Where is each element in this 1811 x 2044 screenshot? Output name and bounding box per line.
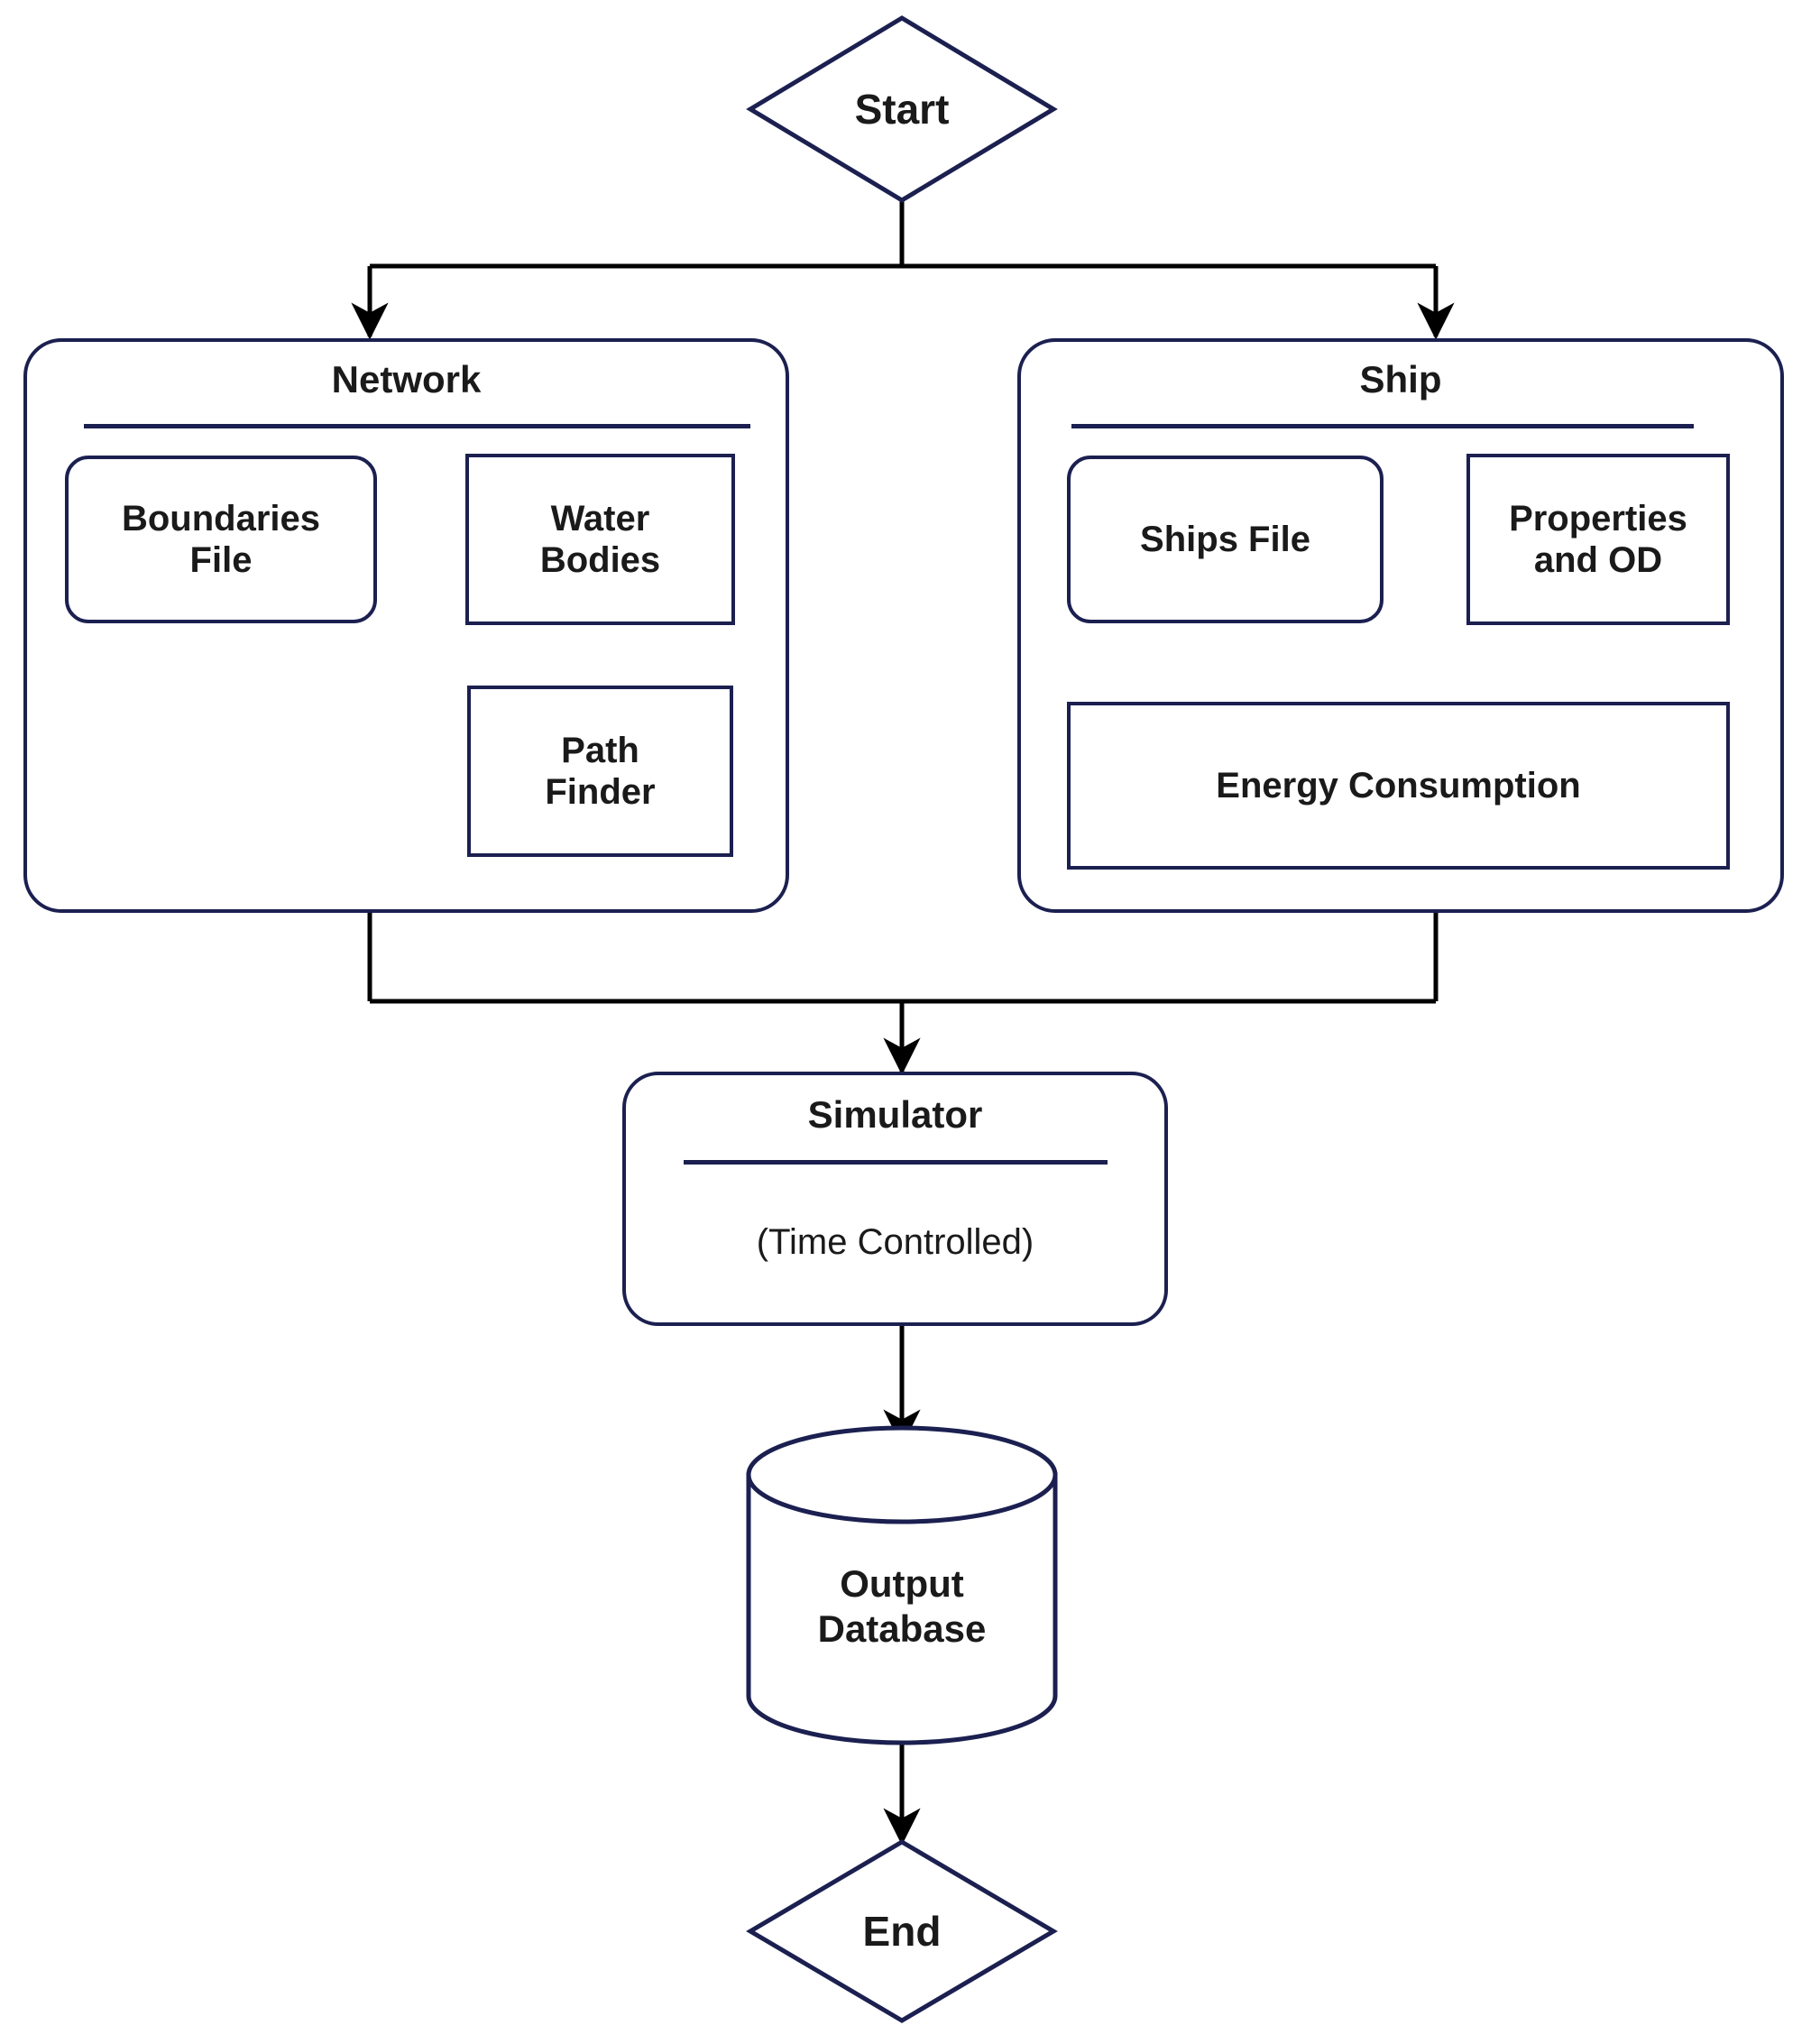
boundaries-file-node[interactable]: Boundaries File xyxy=(65,456,377,623)
water-bodies-node[interactable]: Water Bodies xyxy=(465,454,735,625)
output-database-node[interactable]: Output Database xyxy=(749,1428,1055,1744)
simulator-title: Simulator xyxy=(807,1093,983,1136)
ships-file-node[interactable]: Ships File xyxy=(1067,456,1384,623)
output-database-label: Output Database xyxy=(817,1562,987,1651)
properties-and-od-label: Properties and OD xyxy=(1509,498,1687,580)
simulator-divider xyxy=(684,1160,1108,1165)
network-group-divider xyxy=(84,424,750,428)
start-terminator[interactable]: Start xyxy=(750,18,1053,200)
path-finder-node[interactable]: Path Finder xyxy=(467,686,733,857)
ships-file-label: Ships File xyxy=(1140,519,1310,559)
edge-start-to-split xyxy=(370,200,1436,269)
properties-and-od-node[interactable]: Properties and OD xyxy=(1466,454,1730,625)
edge-groups-to-simulator xyxy=(367,913,1439,1075)
start-label: Start xyxy=(854,86,950,133)
end-terminator[interactable]: End xyxy=(750,1842,1053,2021)
path-finder-label: Path Finder xyxy=(545,730,656,812)
ship-group-divider xyxy=(1071,424,1694,428)
network-group-title: Network xyxy=(331,358,482,401)
simulator-subtitle: (Time Controlled) xyxy=(756,1222,1034,1262)
ship-group-title: Ship xyxy=(1359,358,1442,401)
boundaries-file-label: Boundaries File xyxy=(121,498,321,580)
end-label: End xyxy=(862,1908,942,1955)
energy-consumption-node[interactable]: Energy Consumption xyxy=(1067,702,1730,870)
energy-consumption-label: Energy Consumption xyxy=(1216,765,1581,806)
simulator-node[interactable] xyxy=(622,1072,1168,1326)
water-bodies-label: Water Bodies xyxy=(539,498,661,580)
